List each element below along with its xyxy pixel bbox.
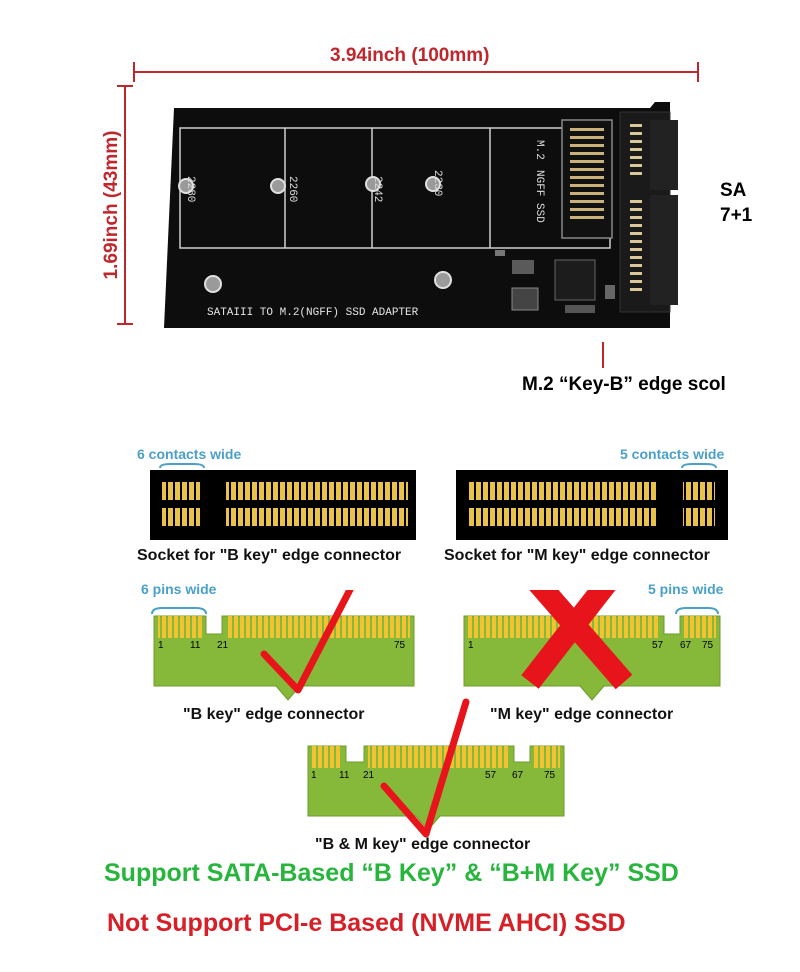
m-socket-caption: Socket for "M key" edge connector <box>444 547 710 564</box>
height-dimension-label: 1.69inch (43mm) <box>101 130 122 280</box>
m-pin-number-1: 1 <box>468 640 474 651</box>
m-socket-width-label: 5 contacts wide <box>620 446 725 462</box>
bm-pin-number-11: 11 <box>339 770 350 781</box>
edge-slot-label: M.2 “Key-B” edge scol <box>522 374 726 395</box>
b-pin-number-75: 75 <box>394 640 406 651</box>
edge-connector-diagrams <box>151 590 721 838</box>
socket-diagrams <box>150 463 728 540</box>
size-label-2230: 2230 <box>431 170 443 197</box>
b-pin-number-11: 11 <box>190 640 201 651</box>
bm-pin-number-57: 57 <box>485 770 497 781</box>
m-pin-number-67: 67 <box>680 640 692 651</box>
b-pin-number-1: 1 <box>158 640 164 651</box>
not-support-statement: Not Support PCI-e Based (NVME AHCI) SSD <box>107 909 626 937</box>
m-pin-number-57: 57 <box>652 640 664 651</box>
b-socket-width-label: 6 contacts wide <box>137 446 242 462</box>
b-pins-width-label: 6 pins wide <box>141 581 217 597</box>
support-statement: Support SATA-Based “B Key” & “B+M Key” S… <box>104 859 679 887</box>
m-pins-width-label: 5 pins wide <box>648 581 724 597</box>
bm-connector-caption: "B & M key" edge connector <box>315 836 531 853</box>
bm-pin-number-1: 1 <box>311 770 317 781</box>
sata-side-label-1: SA <box>720 180 747 201</box>
size-label-2280: 2280 <box>184 176 196 203</box>
bm-pin-number-67: 67 <box>512 770 524 781</box>
width-dimension-label: 3.94inch (100mm) <box>330 45 490 66</box>
b-socket-caption: Socket for "B key" edge connector <box>137 547 402 564</box>
b-pin-number-21: 21 <box>217 640 229 651</box>
board-silkscreen: SATAIII TO M.2(NGFF) SSD ADAPTER <box>207 307 419 319</box>
socket-label-m2: M.2 <box>533 140 545 160</box>
b-connector-caption: "B key" edge connector <box>183 706 365 723</box>
size-label-2242: 2242 <box>371 176 383 203</box>
m-connector-caption: "M key" edge connector <box>490 706 674 723</box>
bm-pin-number-75: 75 <box>544 770 556 781</box>
socket-label-ngff: NGFF SSD <box>533 170 545 223</box>
sata-side-label-2: 7+1 <box>720 205 753 226</box>
m-pin-number-75: 75 <box>702 640 714 651</box>
bm-pin-number-21: 21 <box>363 770 375 781</box>
size-label-2260: 2260 <box>286 176 298 203</box>
adapter-board <box>164 102 678 328</box>
